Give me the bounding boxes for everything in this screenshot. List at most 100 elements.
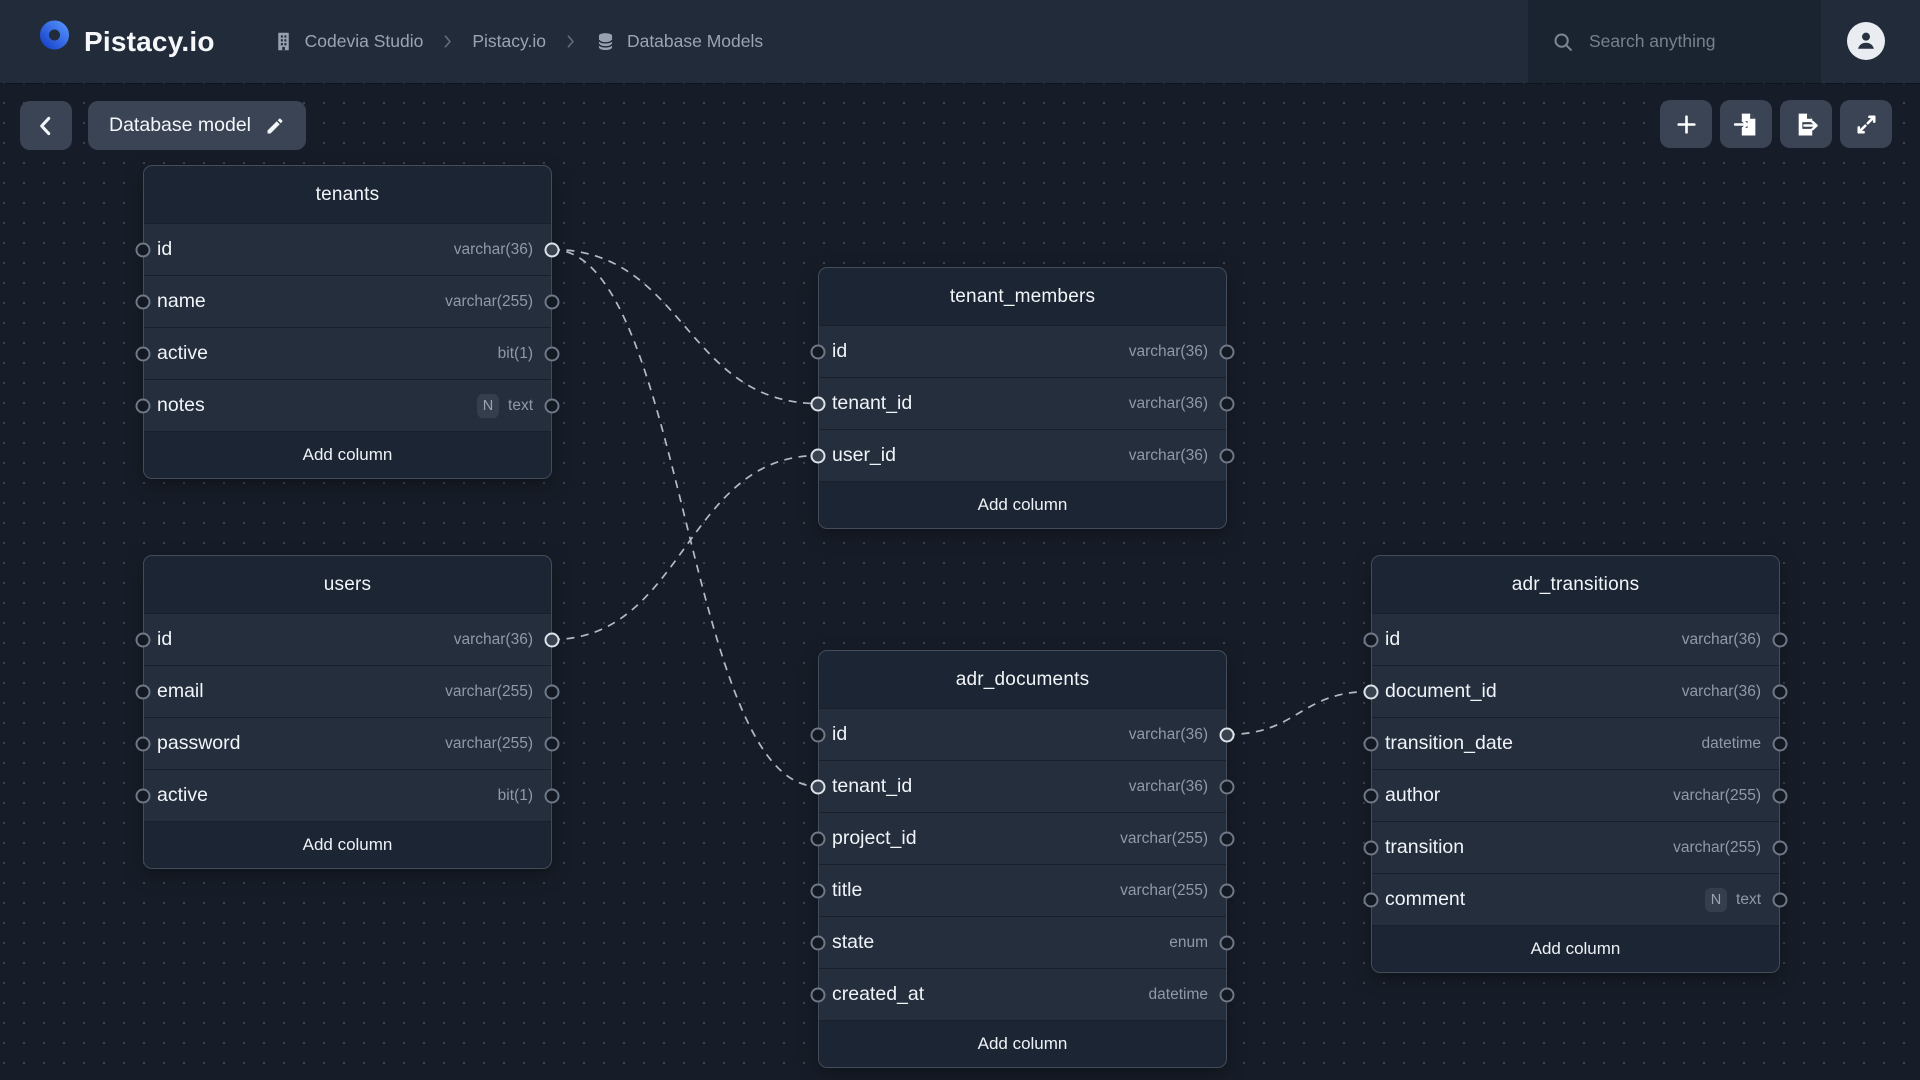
connection-handle[interactable] — [811, 344, 826, 359]
column-row-users-password[interactable]: passwordvarchar(255) — [144, 717, 551, 769]
column-row-adr_documents-project_id[interactable]: project_idvarchar(255) — [819, 812, 1226, 864]
connection-handle[interactable] — [1773, 684, 1788, 699]
connection-handle[interactable] — [811, 987, 826, 1002]
connection-handle[interactable] — [1220, 727, 1235, 742]
connection-handle[interactable] — [136, 632, 151, 647]
column-row-adr_transitions-transition_date[interactable]: transition_datedatetime — [1372, 717, 1779, 769]
connection-handle[interactable] — [136, 684, 151, 699]
connection-handle[interactable] — [1364, 632, 1379, 647]
column-row-adr_documents-tenant_id[interactable]: tenant_idvarchar(36) — [819, 760, 1226, 812]
table-name: users — [324, 574, 371, 596]
connection-handle[interactable] — [1364, 840, 1379, 855]
connection-handle[interactable] — [1220, 883, 1235, 898]
column-row-adr_transitions-comment[interactable]: commentNtext — [1372, 873, 1779, 925]
connection-handle[interactable] — [811, 727, 826, 742]
add-column-button[interactable]: Add column — [819, 1020, 1226, 1067]
connection-handle[interactable] — [545, 242, 560, 257]
model-title-button[interactable]: Database model — [88, 101, 306, 150]
connection-handle[interactable] — [811, 883, 826, 898]
file-import-button[interactable] — [1720, 100, 1772, 148]
column-row-tenants-id[interactable]: idvarchar(36) — [144, 223, 551, 275]
connection-handle[interactable] — [1773, 632, 1788, 647]
brand[interactable]: Pistacy.io — [36, 19, 215, 65]
connection-handle[interactable] — [1773, 840, 1788, 855]
connection-handle[interactable] — [1773, 736, 1788, 751]
column-name: id — [157, 628, 172, 651]
connection-handle[interactable] — [1220, 935, 1235, 950]
breadcrumb-item-pistacy-io[interactable]: Pistacy.io — [472, 31, 546, 52]
column-row-adr_transitions-author[interactable]: authorvarchar(255) — [1372, 769, 1779, 821]
connection-handle[interactable] — [545, 632, 560, 647]
add-column-button[interactable]: Add column — [144, 431, 551, 478]
connection-handle[interactable] — [136, 398, 151, 413]
column-row-users-email[interactable]: emailvarchar(255) — [144, 665, 551, 717]
column-row-adr_documents-created_at[interactable]: created_atdatetime — [819, 968, 1226, 1020]
connection-handle[interactable] — [811, 396, 826, 411]
column-row-tenant_members-id[interactable]: idvarchar(36) — [819, 325, 1226, 377]
column-row-tenants-active[interactable]: activebit(1) — [144, 327, 551, 379]
add-column-button[interactable]: Add column — [1372, 925, 1779, 972]
connection-handle[interactable] — [1364, 892, 1379, 907]
column-row-users-active[interactable]: activebit(1) — [144, 769, 551, 821]
connection-handle[interactable] — [1220, 448, 1235, 463]
breadcrumb-item-database-models[interactable]: Database Models — [595, 31, 763, 52]
connection-handle[interactable] — [545, 346, 560, 361]
column-row-adr_documents-title[interactable]: titlevarchar(255) — [819, 864, 1226, 916]
connection-handle[interactable] — [1220, 987, 1235, 1002]
connection-handle[interactable] — [136, 736, 151, 751]
column-type: bit(1) — [498, 345, 533, 363]
column-row-adr_documents-state[interactable]: stateenum — [819, 916, 1226, 968]
breadcrumb-item-codevia-studio[interactable]: Codevia Studio — [273, 31, 424, 52]
search-input[interactable] — [1587, 30, 1791, 53]
table-header-tenants[interactable]: tenants — [144, 166, 551, 223]
table-header-tenant_members[interactable]: tenant_members — [819, 268, 1226, 325]
connection-handle[interactable] — [136, 242, 151, 257]
back-button[interactable] — [20, 101, 72, 150]
connection-handle[interactable] — [545, 398, 560, 413]
connection-handle[interactable] — [811, 448, 826, 463]
table-header-adr_documents[interactable]: adr_documents — [819, 651, 1226, 708]
diagram-canvas[interactable]: Database model tenantsidvarchar(36)namev… — [0, 83, 1920, 1080]
column-name: project_id — [832, 827, 917, 850]
connection-handle[interactable] — [136, 294, 151, 309]
column-row-users-id[interactable]: idvarchar(36) — [144, 613, 551, 665]
column-name: id — [832, 340, 847, 363]
expand-button[interactable] — [1840, 100, 1892, 148]
column-name: title — [832, 879, 862, 902]
column-row-tenant_members-user_id[interactable]: user_idvarchar(36) — [819, 429, 1226, 481]
column-row-adr_transitions-id[interactable]: idvarchar(36) — [1372, 613, 1779, 665]
connection-handle[interactable] — [1220, 779, 1235, 794]
column-row-tenant_members-tenant_id[interactable]: tenant_idvarchar(36) — [819, 377, 1226, 429]
connection-handle[interactable] — [545, 736, 560, 751]
plus-button[interactable] — [1660, 100, 1712, 148]
connection-handle[interactable] — [545, 684, 560, 699]
file-export-button[interactable] — [1780, 100, 1832, 148]
connection-handle[interactable] — [811, 935, 826, 950]
table-tenants: tenantsidvarchar(36)namevarchar(255)acti… — [143, 165, 552, 479]
column-row-tenants-notes[interactable]: notesNtext — [144, 379, 551, 431]
column-row-adr_documents-id[interactable]: idvarchar(36) — [819, 708, 1226, 760]
connection-handle[interactable] — [811, 831, 826, 846]
column-row-tenants-name[interactable]: namevarchar(255) — [144, 275, 551, 327]
connection-handle[interactable] — [1220, 831, 1235, 846]
connection-handle[interactable] — [1220, 396, 1235, 411]
column-row-adr_transitions-document_id[interactable]: document_idvarchar(36) — [1372, 665, 1779, 717]
connection-handle[interactable] — [545, 788, 560, 803]
avatar[interactable] — [1847, 22, 1885, 60]
connection-handle[interactable] — [136, 346, 151, 361]
column-row-adr_transitions-transition[interactable]: transitionvarchar(255) — [1372, 821, 1779, 873]
column-name: transition_date — [1385, 732, 1513, 755]
add-column-button[interactable]: Add column — [819, 481, 1226, 528]
connection-handle[interactable] — [1773, 892, 1788, 907]
add-column-button[interactable]: Add column — [144, 821, 551, 868]
connection-handle[interactable] — [136, 788, 151, 803]
connection-handle[interactable] — [1364, 684, 1379, 699]
connection-handle[interactable] — [545, 294, 560, 309]
connection-handle[interactable] — [811, 779, 826, 794]
connection-handle[interactable] — [1220, 344, 1235, 359]
connection-handle[interactable] — [1773, 788, 1788, 803]
connection-handle[interactable] — [1364, 788, 1379, 803]
table-header-adr_transitions[interactable]: adr_transitions — [1372, 556, 1779, 613]
connection-handle[interactable] — [1364, 736, 1379, 751]
table-header-users[interactable]: users — [144, 556, 551, 613]
